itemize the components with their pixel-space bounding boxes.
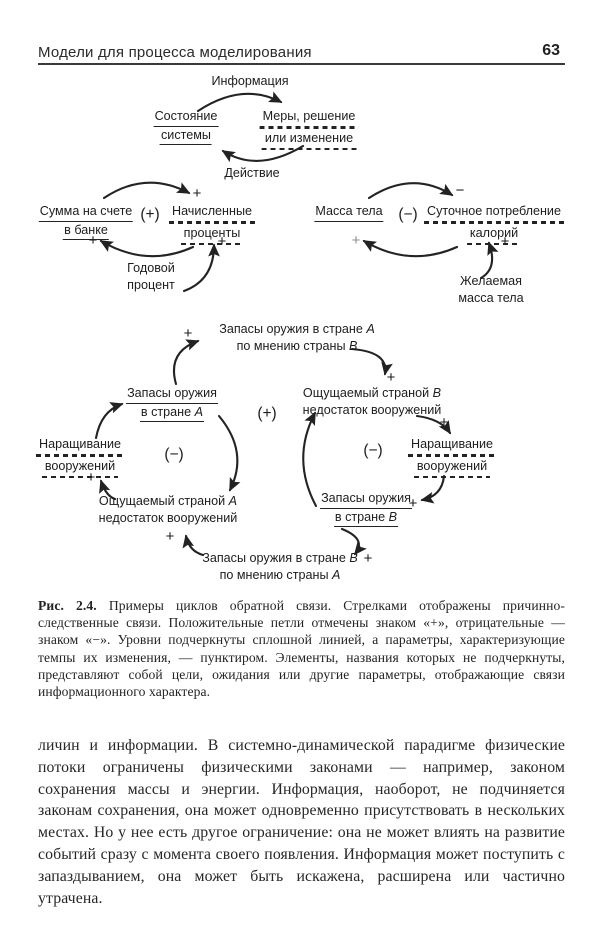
node-stock-country-A: Запасы оружия в стране A bbox=[126, 385, 218, 423]
arrow-beliefA-to-gapA bbox=[182, 534, 205, 557]
body-paragraph: личин и информации. В системно-динамичес… bbox=[38, 737, 565, 907]
running-head-title: Модели для процесса моделирования bbox=[38, 44, 312, 61]
arrow-buildL-to-stockA bbox=[94, 402, 124, 440]
node-measures-decision: Меры, решение или изменение bbox=[259, 108, 359, 151]
node-stockA-believed-by-B: Запасы оружия в стране A по мнению стран… bbox=[219, 322, 375, 353]
sign-minus: − bbox=[455, 182, 465, 199]
arrow-rate-to-interest bbox=[182, 243, 220, 293]
sign-plus: + bbox=[351, 232, 361, 249]
arrow-stockA-to-gapA bbox=[217, 414, 241, 492]
node-armament-buildup-right: Наращивание вооружений bbox=[407, 436, 497, 479]
arrow-stockB-to-gapB bbox=[302, 411, 318, 508]
label-action: Действие bbox=[224, 166, 280, 180]
header-rule bbox=[38, 63, 565, 65]
sign-plus: + bbox=[408, 495, 418, 512]
figure-caption: Рис. 2.4. Примеры циклов обратной связи.… bbox=[38, 597, 565, 700]
node-gap-felt-by-A: Ощущаемый страной A недостаток вооружени… bbox=[98, 494, 238, 525]
arrow-sum-to-interest bbox=[102, 181, 191, 200]
sign-plus: + bbox=[86, 469, 96, 486]
node-daily-calories: Суточное потребление калорий bbox=[424, 203, 564, 246]
loop-sign-negative: (−) bbox=[398, 206, 418, 223]
sign-plus: + bbox=[88, 232, 98, 249]
node-account-sum: Сумма на счете в банке bbox=[38, 203, 134, 241]
arrow-stockA-to-belief bbox=[172, 339, 200, 386]
arrow-mass-to-calories bbox=[367, 182, 454, 200]
sign-plus: + bbox=[500, 233, 510, 250]
figure-caption-text: Примеры циклов обратной связи. Стрелками… bbox=[38, 598, 565, 700]
node-gap-felt-by-B: Ощущаемый страной B недостаток вооружени… bbox=[302, 386, 442, 417]
sign-plus: + bbox=[165, 528, 175, 545]
sign-plus: + bbox=[439, 414, 449, 431]
node-body-mass: Масса тела bbox=[314, 203, 384, 222]
loop-sign-negative: (−) bbox=[363, 442, 383, 459]
node-accrued-interest: Начисленные проценты bbox=[168, 203, 256, 246]
sign-plus: + bbox=[217, 233, 227, 250]
sign-plus: + bbox=[183, 325, 193, 342]
node-stockB-believed-by-A: Запасы оружия в стране B по мнению стран… bbox=[202, 551, 358, 582]
page-number: 63 bbox=[542, 42, 560, 59]
label-information: Информация bbox=[211, 74, 289, 88]
loop-sign-positive: (+) bbox=[140, 206, 160, 223]
sign-plus: + bbox=[192, 185, 202, 202]
loop-sign-positive: (+) bbox=[257, 405, 277, 422]
node-desired-mass: Желаемая масса тела bbox=[458, 274, 524, 305]
node-stock-country-B: Запасы оружия в стране B bbox=[320, 490, 412, 528]
loop-sign-negative: (−) bbox=[164, 446, 184, 463]
sign-plus: + bbox=[386, 369, 396, 386]
sign-plus: + bbox=[363, 550, 373, 567]
node-annual-rate: Годовой процент bbox=[127, 261, 175, 292]
arrow-buildR-to-stockB bbox=[420, 474, 446, 504]
node-armament-buildup-left: Наращивание вооружений bbox=[35, 436, 125, 479]
figure-caption-label: Рис. 2.4. bbox=[38, 598, 97, 613]
node-system-state: Состояние системы bbox=[153, 108, 219, 146]
